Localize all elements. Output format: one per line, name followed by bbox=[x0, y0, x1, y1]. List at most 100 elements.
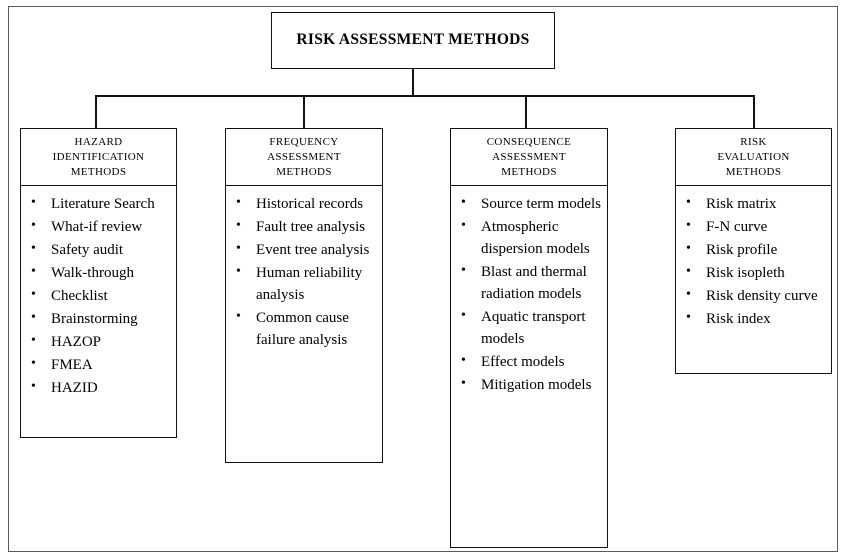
list-item: • Aquatic transport models bbox=[455, 306, 603, 350]
list-item: • Source term models bbox=[455, 193, 603, 215]
list-item-label: Risk index bbox=[706, 311, 771, 328]
header-line-1: RISK bbox=[740, 135, 767, 148]
bullet-icon: • bbox=[31, 379, 36, 395]
list-item-label: Blast and thermal radiation models bbox=[481, 264, 587, 303]
list-item-label: Literature Search bbox=[51, 196, 155, 212]
list-item: • Fault tree analysis bbox=[230, 216, 378, 238]
list-item-label: What-if review bbox=[51, 219, 143, 236]
header-line-2: IDENTIFICATION bbox=[52, 150, 145, 163]
bullet-icon: • bbox=[31, 333, 36, 349]
list-item-label: Event tree analysis bbox=[256, 242, 370, 259]
category-header-frequency-assessment: FREQUENCY ASSESSMENT METHODS bbox=[226, 129, 382, 186]
header-line-1: HAZARD bbox=[74, 135, 123, 148]
page-title: RISK ASSESSMENT METHODS bbox=[296, 30, 529, 51]
category-list-risk-evaluation: •Risk matrix •F-N curve •Risk profile •R… bbox=[676, 186, 831, 337]
list-item-label: Aquatic transport models bbox=[481, 309, 586, 348]
bullet-icon: • bbox=[236, 241, 241, 257]
header-line-3: METHODS bbox=[70, 166, 127, 179]
list-item: •Safety audit bbox=[25, 239, 172, 261]
category-list-hazard-identification: •Literature Search •What-if review •Safe… bbox=[21, 186, 176, 406]
category-box-consequence-assessment: CONSEQUENCE ASSESSMENT METHODS • Source t… bbox=[450, 128, 608, 548]
list-item: •Human reliability analysis bbox=[230, 262, 378, 306]
bullet-icon: • bbox=[686, 241, 691, 257]
list-item-label: HAZOP bbox=[51, 334, 102, 351]
category-list-consequence-assessment: • Source term models • Atmospheric dispers… bbox=[451, 186, 607, 403]
list-item: • Literature Search bbox=[25, 193, 172, 215]
category-box-risk-evaluation: RISK EVALUATION METHODS •Risk matrix •F-… bbox=[675, 128, 832, 374]
title-line-1: RISK ASSESSMENT bbox=[296, 31, 445, 49]
bullet-icon: • bbox=[31, 264, 36, 280]
connector-root-stem bbox=[412, 69, 414, 96]
list-item-label: Source term models bbox=[481, 196, 601, 212]
connector-drop-consequence bbox=[525, 95, 527, 128]
list-item: • Risk profile bbox=[680, 239, 827, 261]
bullet-icon: • bbox=[236, 264, 241, 280]
list-item-label: Risk density curve bbox=[706, 288, 818, 305]
connector-drop-frequency bbox=[303, 95, 305, 128]
list-item: •What-if review bbox=[25, 216, 172, 238]
category-list-frequency-assessment: • Historical records • Fault tree analysis… bbox=[226, 186, 382, 358]
list-item: • Mitigation models bbox=[455, 374, 603, 396]
bullet-icon: • bbox=[461, 376, 466, 392]
list-item-label: Fault tree analysis bbox=[256, 219, 366, 236]
list-item: • Event tree analysis bbox=[230, 239, 378, 261]
bullet-icon: • bbox=[31, 356, 36, 372]
list-item: • Walk-through bbox=[25, 262, 172, 284]
header-line-2: EVALUATION bbox=[717, 150, 790, 163]
bullet-icon: • bbox=[686, 310, 691, 326]
list-item: • HAZOP bbox=[25, 331, 172, 353]
list-item: • Risk index bbox=[680, 308, 827, 330]
bullet-icon: • bbox=[236, 218, 241, 234]
title-line-2: METHODS bbox=[448, 31, 530, 49]
header-line-2: ASSESSMENT bbox=[492, 150, 566, 163]
list-item: • F-N curve bbox=[680, 216, 827, 238]
list-item-label: Risk profile bbox=[706, 242, 778, 259]
list-item: • Effect models bbox=[455, 351, 603, 373]
bullet-icon: • bbox=[686, 287, 691, 303]
category-box-hazard-identification: HAZARD IDENTIFICATION METHODS • Literatur… bbox=[20, 128, 177, 438]
bullet-icon: • bbox=[31, 241, 36, 257]
list-item-label: Checklist bbox=[51, 288, 108, 305]
list-item: • HAZID bbox=[25, 377, 172, 399]
header-line-1: FREQUENCY bbox=[269, 135, 339, 148]
bullet-icon: • bbox=[236, 195, 241, 210]
category-header-hazard-identification: HAZARD IDENTIFICATION METHODS bbox=[21, 129, 176, 186]
list-item-label: Mitigation models bbox=[481, 377, 592, 394]
header-line-3: METHODS bbox=[725, 166, 782, 179]
category-header-consequence-assessment: CONSEQUENCE ASSESSMENT METHODS bbox=[451, 129, 607, 186]
list-item-label: Atmospheric dispersion models bbox=[481, 219, 590, 258]
connector-horizontal-bus bbox=[95, 95, 754, 97]
bullet-icon: • bbox=[686, 264, 691, 280]
list-item-label: Historical records bbox=[256, 196, 364, 212]
list-item-label: FMEA bbox=[51, 357, 93, 374]
connector-drop-risk bbox=[753, 95, 755, 128]
bullet-icon: • bbox=[686, 218, 691, 234]
list-item: • Historical records bbox=[230, 193, 378, 215]
header-line-3: METHODS bbox=[501, 166, 557, 179]
category-header-risk-evaluation: RISK EVALUATION METHODS bbox=[676, 129, 831, 186]
bullet-icon: • bbox=[461, 308, 466, 324]
list-item-label: Effect models bbox=[481, 354, 565, 371]
bullet-icon: • bbox=[31, 310, 36, 326]
list-item: • Risk density curve bbox=[680, 285, 827, 307]
header-line-2: ASSESSMENT bbox=[267, 150, 341, 163]
bullet-icon: • bbox=[31, 287, 36, 303]
bullet-icon: • bbox=[236, 309, 241, 325]
list-item-label: Walk-through bbox=[51, 265, 134, 282]
bullet-icon: • bbox=[31, 195, 36, 210]
list-item-label: HAZID bbox=[51, 380, 98, 397]
list-item: • Brainstorming bbox=[25, 308, 172, 330]
list-item-label: Brainstorming bbox=[51, 311, 138, 328]
list-item-label: Risk matrix bbox=[706, 196, 777, 212]
list-item-label: Risk isopleth bbox=[706, 265, 785, 282]
bullet-icon: • bbox=[461, 218, 466, 234]
bullet-icon: • bbox=[461, 195, 466, 210]
root-node-risk-assessment-methods: RISK ASSESSMENT METHODS bbox=[271, 12, 555, 69]
bullet-icon: • bbox=[461, 263, 466, 279]
header-line-1: CONSEQUENCE bbox=[486, 135, 572, 148]
list-item: •Risk matrix bbox=[680, 193, 827, 215]
bullet-icon: • bbox=[461, 353, 466, 369]
list-item-label: F-N curve bbox=[706, 219, 768, 236]
list-item: • FMEA bbox=[25, 354, 172, 376]
